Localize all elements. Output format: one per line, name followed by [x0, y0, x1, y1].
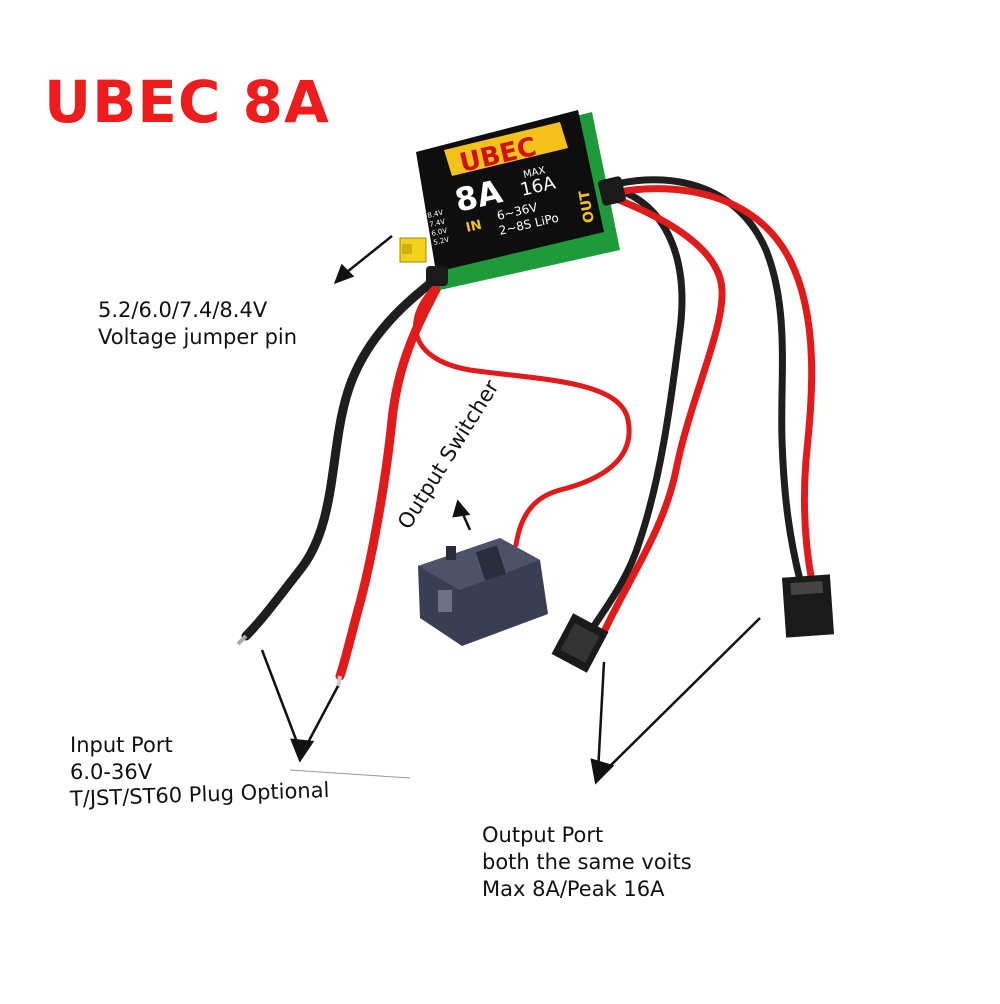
input-red-tip [336, 675, 342, 689]
max-label: MAX [522, 165, 546, 181]
output-arrowhead [590, 758, 615, 785]
ubec-module: UBEC 8A MAX 16A IN 6~36V 2~8S LiPo OUT 8… [399, 110, 626, 290]
input-collar [426, 266, 448, 286]
jumper-annotation: 5.2/6.0/7.4/8.4V Voltage jumper pin [98, 297, 297, 351]
output-black-wire-1 [586, 184, 686, 636]
guide-line [289, 769, 411, 779]
input-arrow-2 [302, 685, 340, 751]
out-text: OUT [576, 189, 598, 225]
input-annotation-line: 6.0-36V [70, 760, 153, 784]
output-annotation-line: Output Port [482, 823, 604, 847]
jumper-arrow [341, 235, 393, 277]
input-black-wire [241, 277, 437, 641]
jumper-annotation-line: 5.2/6.0/7.4/8.4V [98, 298, 268, 322]
output-red-wire-2 [614, 185, 816, 586]
jumper-voltage-label: 7.4V [429, 218, 447, 229]
output-annotation-line: both the same voits [482, 850, 692, 874]
jumper-annotation-line: Voltage jumper pin [98, 325, 298, 349]
output-annotation: Output Port both the same voits Max 8A/P… [482, 822, 692, 903]
product-title: UBEC 8A [44, 68, 330, 136]
output-plug-left [551, 613, 609, 673]
switch-arrowhead [452, 499, 471, 518]
jumper-voltage-label: 8.4V [427, 209, 445, 220]
input-arrow-1 [260, 649, 302, 751]
input-arrowhead [290, 738, 315, 763]
output-collar [598, 176, 626, 206]
output-arrow-1 [596, 661, 606, 773]
input-red-wire [335, 277, 445, 681]
input-black-tip [236, 634, 248, 646]
output-arrow-2 [603, 617, 761, 773]
in-text: IN [465, 218, 484, 236]
output-switch [418, 538, 548, 646]
output-black-wire-2 [612, 176, 804, 584]
input-annotation: Input Port 6.0-36V T/JST/ST60 Plug Optio… [70, 732, 330, 813]
jumper-arrowhead [333, 263, 355, 285]
switch-red-wire [413, 281, 632, 548]
jumper-voltage-label: 6.0V [431, 227, 449, 238]
jumper-voltage-label: 5.2V [433, 236, 451, 247]
input-annotation-line: Input Port [70, 733, 173, 757]
output-red-wire-1 [600, 194, 726, 636]
output-annotation-line: Max 8A/Peak 16A [482, 877, 665, 901]
output-plug-right [781, 574, 835, 638]
ubec-tag [444, 122, 568, 176]
